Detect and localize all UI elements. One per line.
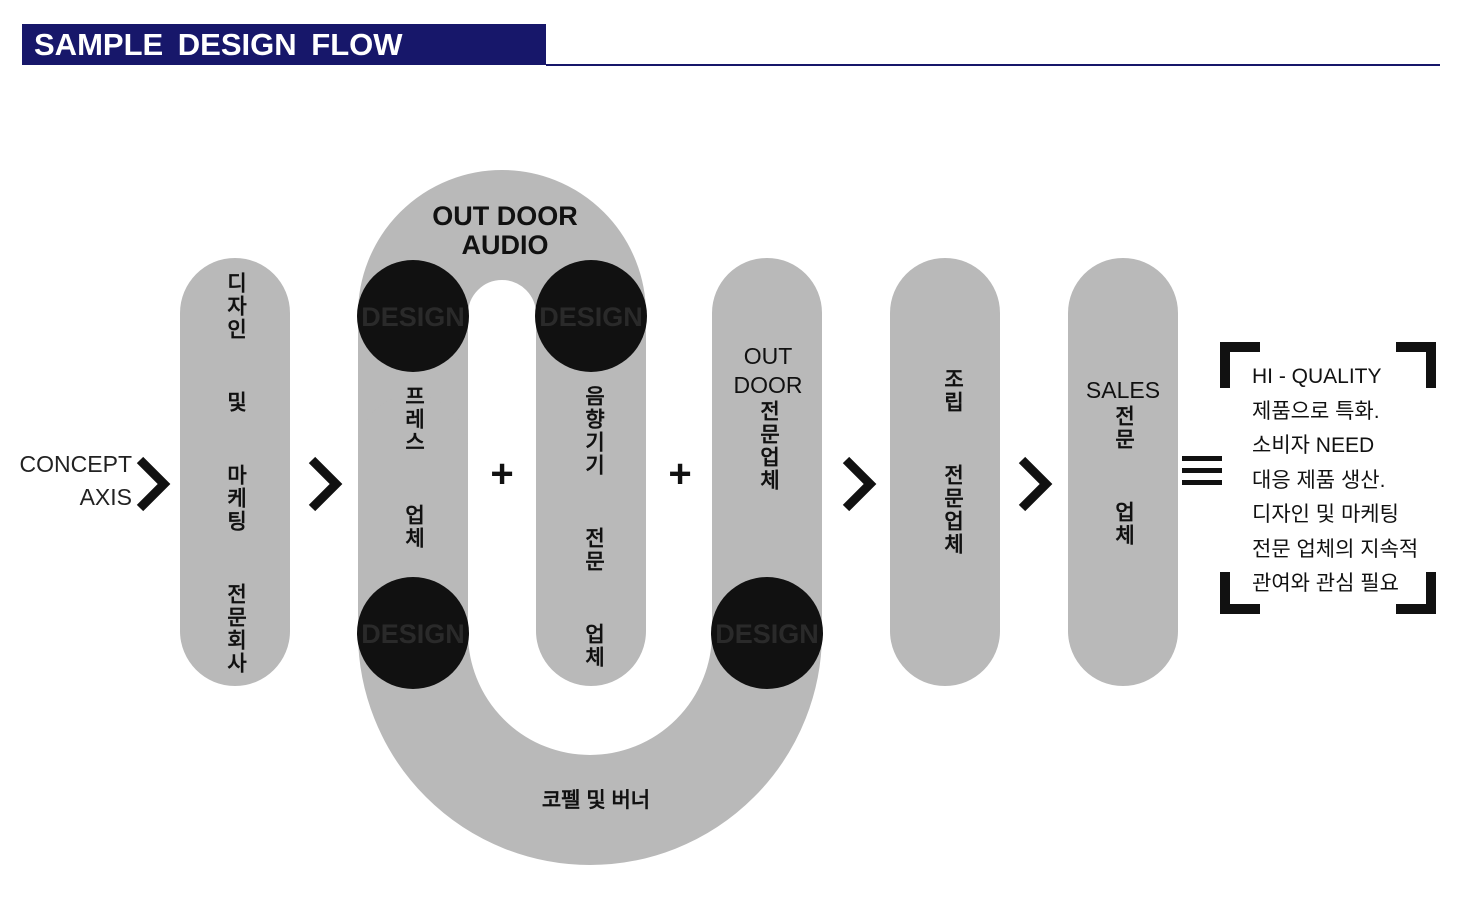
stage-audio-equipment: 음향기기 전문 업체 [582,385,605,669]
chevron-right-icon [136,456,171,512]
design-label: DESIGN [715,619,819,649]
result-note: HI - QUALITY 제품으로 특화. 소비자 NEED 대응 제품 생산.… [1252,360,1418,602]
result-line: 제품으로 특화. [1252,399,1380,423]
stage-assembly: 조립 전문업체 [941,368,964,556]
stage-outdoor-specialist: OUT DOOR [734,342,803,400]
outdoor-audio-line2: AUDIO [461,230,549,260]
pill-sales [1068,258,1178,686]
bracket-top-left [1220,342,1260,388]
design-circle [711,577,823,689]
result-line: HI - QUALITY [1252,365,1382,388]
outdoor-audio-line1: OUT DOOR [432,201,578,231]
design-label: DESIGN [361,619,465,649]
plus-icon: + [668,452,692,496]
stage-outdoor-audio-title: OUT DOOR AUDIO [432,202,578,260]
result-line: 전문 업체의 지속적 [1252,537,1419,561]
stage-sales: SALES [1085,377,1161,403]
chevron-right-icon [1018,456,1053,512]
design-label: DESIGN [361,302,465,332]
plus-icon: + [490,452,514,496]
design-circle [357,260,469,372]
stage-sales-kr: 전문 업체 [1112,405,1135,547]
result-line: 소비자 NEED [1252,434,1375,457]
stage-design-marketing: 디자인 및 마케팅 전문회사 [224,272,247,675]
pill-assembly [890,258,1000,686]
result-line: 대응 제품 생산. [1252,468,1386,492]
outdoor-specialist-line2: DOOR [733,372,803,398]
bracket-bottom-right [1396,572,1436,614]
concept-axis-label: CONCEPT AXIS [20,448,132,514]
axis-text: AXIS [79,484,132,510]
design-label: DESIGN [539,302,643,332]
result-line: 관여와 관심 필요 [1252,572,1399,595]
result-line: 디자인 및 마케팅 [1252,503,1399,526]
equals-icon [1182,456,1222,461]
stage-cone-banner: 코펠 및 버너 [541,789,651,812]
design-circle [535,260,647,372]
concept-text: CONCEPT [19,451,132,477]
title-underline [546,64,1440,66]
chevron-right-icon [308,456,343,512]
u-cone-banner [358,258,822,865]
bracket-top-right [1396,342,1436,388]
stage-outdoor-specialist-kr: 전문업체 [757,400,780,492]
bracket-bottom-left [1220,572,1260,614]
outdoor-specialist-line1: OUT [743,343,793,369]
chevron-right-icon [842,456,877,512]
stage-press: 프레스 업체 [402,385,425,550]
pill-design-marketing [180,258,290,686]
page-title: SAMPLE DESIGN FLOW [22,24,546,65]
design-circle [357,577,469,689]
